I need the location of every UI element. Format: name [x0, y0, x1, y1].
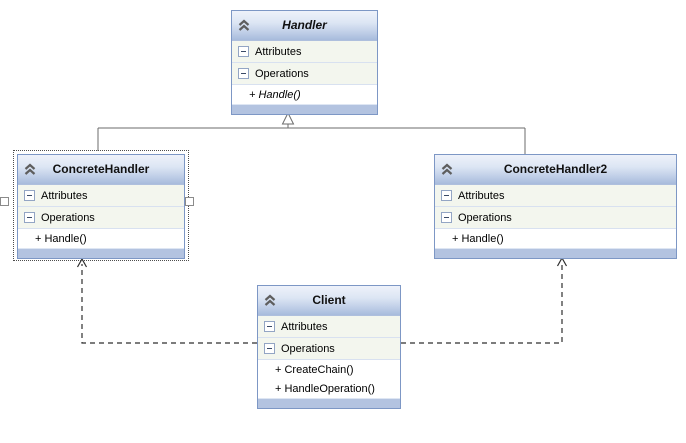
attributes-compartment[interactable]: Attributes — [232, 41, 377, 63]
operations-compartment[interactable]: Operations — [258, 338, 400, 360]
minus-box-icon[interactable] — [264, 343, 275, 354]
dependency-connector-left[interactable] — [76, 257, 258, 344]
class-footer — [18, 248, 184, 258]
operations-compartment[interactable]: Operations — [435, 207, 676, 229]
compartment-label: Attributes — [281, 320, 328, 333]
minus-box-icon[interactable] — [441, 190, 452, 201]
dependency-connector-right[interactable] — [401, 256, 568, 344]
compartment-label: Operations — [255, 67, 309, 80]
minus-box-icon[interactable] — [238, 68, 249, 79]
operations-compartment[interactable]: Operations — [18, 207, 184, 229]
operation-item[interactable]: + Handle() — [232, 85, 377, 104]
class-footer — [258, 398, 400, 408]
minus-box-icon[interactable] — [24, 212, 35, 223]
double-chevron-up-icon[interactable] — [23, 163, 37, 176]
minus-box-icon[interactable] — [238, 46, 249, 57]
class-box-concretehandler2[interactable]: ConcreteHandler2 Attributes Operations +… — [434, 154, 677, 259]
minus-box-icon[interactable] — [24, 190, 35, 201]
class-title: Client — [312, 293, 346, 307]
class-title: Handler — [282, 18, 327, 32]
class-box-concretehandler[interactable]: ConcreteHandler Attributes Operations + … — [17, 154, 185, 259]
operation-item[interactable]: + HandleOperation() — [258, 379, 400, 398]
class-title: ConcreteHandler — [52, 162, 150, 176]
class-title: ConcreteHandler2 — [503, 162, 608, 176]
compartment-label: Attributes — [41, 189, 88, 202]
attributes-compartment[interactable]: Attributes — [435, 185, 676, 207]
double-chevron-up-icon[interactable] — [440, 163, 454, 176]
compartment-label: Attributes — [255, 45, 302, 58]
resize-handle-left[interactable] — [0, 197, 9, 206]
compartment-label: Operations — [458, 211, 512, 224]
operation-item[interactable]: + Handle() — [18, 229, 184, 248]
double-chevron-up-icon[interactable] — [263, 294, 277, 307]
compartment-label: Operations — [41, 211, 95, 224]
resize-handle-right[interactable] — [185, 197, 194, 206]
minus-box-icon[interactable] — [441, 212, 452, 223]
operation-item[interactable]: + Handle() — [435, 229, 676, 248]
double-chevron-up-icon[interactable] — [237, 19, 251, 32]
class-header[interactable]: Handler — [232, 11, 377, 41]
attributes-compartment[interactable]: Attributes — [18, 185, 184, 207]
class-header[interactable]: ConcreteHandler — [18, 155, 184, 185]
operation-item[interactable]: + CreateChain() — [258, 360, 400, 379]
attributes-compartment[interactable]: Attributes — [258, 316, 400, 338]
compartment-label: Operations — [281, 342, 335, 355]
class-box-client[interactable]: Client Attributes Operations + CreateCha… — [257, 285, 401, 409]
class-box-handler[interactable]: Handler Attributes Operations + Handle() — [231, 10, 378, 115]
operations-compartment[interactable]: Operations — [232, 63, 377, 85]
class-header[interactable]: ConcreteHandler2 — [435, 155, 676, 185]
class-footer — [232, 104, 377, 114]
minus-box-icon[interactable] — [264, 321, 275, 332]
class-header[interactable]: Client — [258, 286, 400, 316]
compartment-label: Attributes — [458, 189, 505, 202]
class-footer — [435, 248, 676, 258]
